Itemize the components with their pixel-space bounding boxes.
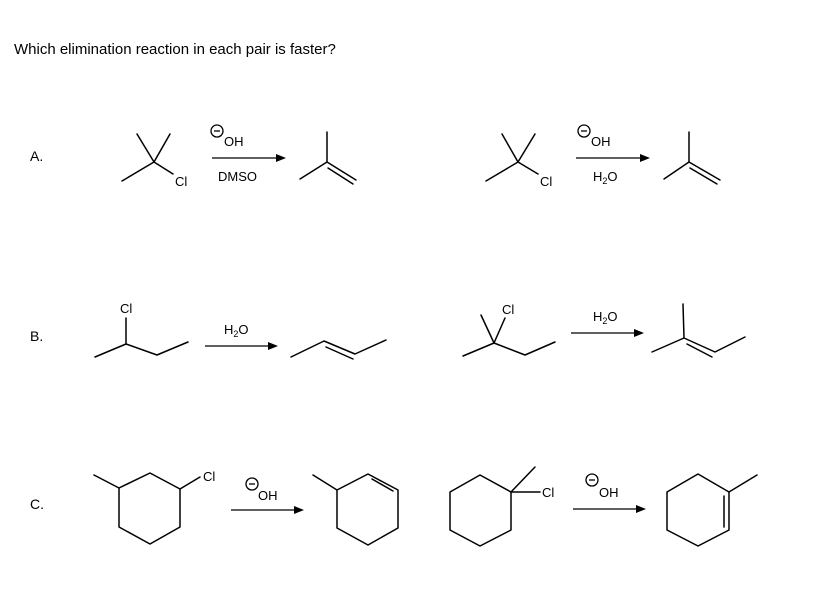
- row-a-left-reagent: OH DMSO: [210, 124, 257, 184]
- row-a-right-reagent: OH H2O: [577, 124, 618, 186]
- row-c-left-leaving-group: Cl: [203, 469, 215, 484]
- negative-charge-icon: [245, 477, 259, 491]
- row-b-right-arrow-icon: [571, 329, 644, 337]
- row-b-right-reactant: Cl: [462, 302, 556, 357]
- row-c-right-reagent-top: OH: [599, 485, 619, 500]
- negative-charge-icon: [577, 124, 591, 138]
- negative-charge-icon: [210, 124, 224, 138]
- row-c-left-product: [312, 473, 399, 546]
- row-a-left-reagent-bottom: DMSO: [218, 169, 257, 184]
- row-b-right-leaving-group: Cl: [502, 302, 514, 317]
- row-c-left-reagent-top: OH: [258, 488, 278, 503]
- row-c-right-reactant: Cl: [449, 466, 554, 547]
- row-c-right-leaving-group: Cl: [542, 485, 554, 500]
- row-b-right-reagent-top: H2O: [593, 309, 618, 326]
- row-a-left-reactant: Cl: [121, 133, 187, 189]
- row-b-left-arrow-icon: [205, 342, 278, 350]
- row-b-left-reagent: H2O: [224, 322, 249, 339]
- row-c-right-product: [666, 473, 758, 547]
- row-a-left-leaving-group: Cl: [175, 174, 187, 189]
- row-b-left-reactant: Cl: [94, 301, 189, 358]
- row-b-left-product: [290, 339, 387, 360]
- row-c-label: C.: [30, 496, 44, 512]
- row-b-right-product: [651, 303, 746, 358]
- row-b-left-leaving-group: Cl: [120, 301, 132, 316]
- row-a-right-arrow-icon: [576, 154, 650, 162]
- row-a-right-reagent-top: OH: [591, 134, 611, 149]
- row-b-left-reagent-top: H2O: [224, 322, 249, 339]
- row-a-right-leaving-group: Cl: [540, 174, 552, 189]
- row-a-right-reactant: Cl: [485, 133, 552, 189]
- negative-charge-icon: [585, 473, 599, 487]
- row-a-left-product: [299, 131, 357, 185]
- question-text: Which elimination reaction in each pair …: [14, 41, 336, 58]
- row-b-right-reagent: H2O: [593, 309, 618, 326]
- row-c-left-reactant: Cl: [93, 469, 215, 545]
- row-a-right-product: [663, 131, 721, 185]
- row-a-left-reagent-top: OH: [224, 134, 244, 149]
- row-c-right-arrow-icon: [573, 505, 646, 513]
- row-c-left-arrow-icon: [231, 506, 304, 514]
- row-b-label: B.: [30, 328, 43, 344]
- row-c-right-reagent: OH: [585, 473, 619, 500]
- row-a-right-reagent-bottom: H2O: [593, 169, 618, 186]
- row-a-label: A.: [30, 148, 43, 164]
- row-c-left-reagent: OH: [245, 477, 278, 503]
- row-a-left-arrow-icon: [212, 154, 286, 162]
